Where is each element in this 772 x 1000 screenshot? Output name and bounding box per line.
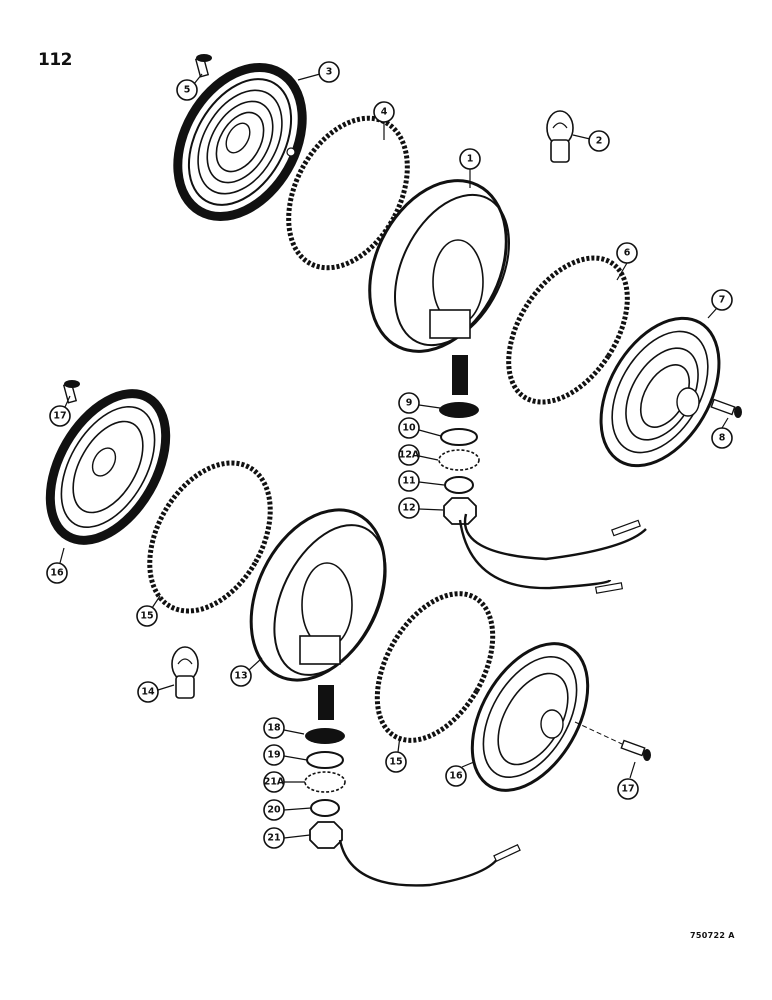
callout-21a: 21A: [263, 771, 305, 793]
lens-part-16-upper: [45, 389, 171, 545]
callout-14: 14: [137, 681, 175, 703]
callout-17-lower: 17: [617, 761, 639, 800]
svg-text:19: 19: [267, 750, 280, 761]
callout-16-upper: 16: [46, 547, 68, 584]
svg-text:16: 16: [50, 568, 64, 579]
callout-12a: 12A: [398, 444, 439, 466]
callout-9: 9: [398, 392, 441, 414]
svg-text:2: 2: [596, 136, 603, 147]
callout-10: 10: [398, 417, 442, 439]
callout-21: 21: [263, 827, 311, 849]
svg-text:5: 5: [184, 85, 191, 96]
screw-part-17-upper: [62, 380, 80, 404]
svg-text:9: 9: [406, 398, 413, 409]
lens-part-7: [599, 316, 721, 468]
svg-text:16: 16: [449, 771, 463, 782]
svg-text:15: 15: [140, 611, 153, 622]
svg-text:14: 14: [141, 687, 155, 698]
callout-18: 18: [263, 717, 305, 739]
lens-part-16-lower: [470, 642, 590, 792]
callout-19: 19: [263, 744, 308, 766]
svg-text:20: 20: [267, 805, 281, 816]
svg-text:3: 3: [326, 67, 333, 78]
callout-11: 11: [398, 470, 445, 492]
gasket-part-15-upper: [147, 460, 273, 614]
callout-1: 1: [459, 148, 481, 188]
svg-text:12: 12: [402, 503, 415, 514]
callout-5: 5: [176, 73, 203, 101]
callout-2: 2: [572, 130, 610, 152]
callout-4: 4: [373, 101, 395, 140]
svg-text:10: 10: [402, 423, 416, 434]
callout-6: 6: [616, 242, 638, 281]
svg-text:12A: 12A: [399, 450, 420, 461]
svg-text:21A: 21A: [264, 777, 285, 788]
callout-15-upper: 15: [136, 595, 161, 627]
callout-17-upper: 17: [49, 395, 71, 427]
lens-part-3: [173, 62, 307, 222]
screw-part-17-lower: [574, 721, 651, 761]
svg-text:8: 8: [719, 433, 726, 444]
callout-20: 20: [263, 799, 312, 821]
svg-text:1: 1: [467, 154, 474, 165]
svg-text:21: 21: [267, 833, 280, 844]
svg-text:11: 11: [402, 476, 415, 487]
svg-text:17: 17: [621, 784, 634, 795]
svg-text:15: 15: [389, 757, 402, 768]
callout-16-lower: 16: [445, 761, 475, 787]
svg-text:6: 6: [624, 248, 631, 259]
page-number: 112: [38, 50, 73, 70]
svg-text:7: 7: [719, 295, 726, 306]
callout-7: 7: [707, 289, 733, 319]
callout-8: 8: [711, 417, 733, 449]
callout-13: 13: [230, 657, 263, 687]
svg-text:17: 17: [53, 411, 66, 422]
screw-part-5: [194, 54, 212, 78]
drawing-code: 750722 A: [690, 931, 735, 940]
hardware-stack-upper: [438, 402, 647, 594]
callout-12: 12: [398, 497, 444, 519]
screw-part-8: [710, 398, 742, 418]
svg-text:4: 4: [381, 107, 388, 118]
gasket-part-15-lower: [374, 591, 496, 743]
svg-text:18: 18: [267, 723, 281, 734]
lamp-housing-part-13: [249, 508, 387, 720]
callout-3: 3: [297, 61, 340, 83]
callout-15-lower: 15: [385, 735, 407, 773]
lamp-housing-part-1: [368, 179, 511, 395]
bulb-part-2: [546, 110, 574, 163]
bulb-part-14: [171, 646, 199, 699]
gasket-part-6: [506, 255, 630, 405]
hardware-stack-lower: [304, 728, 521, 887]
svg-text:13: 13: [234, 671, 247, 682]
